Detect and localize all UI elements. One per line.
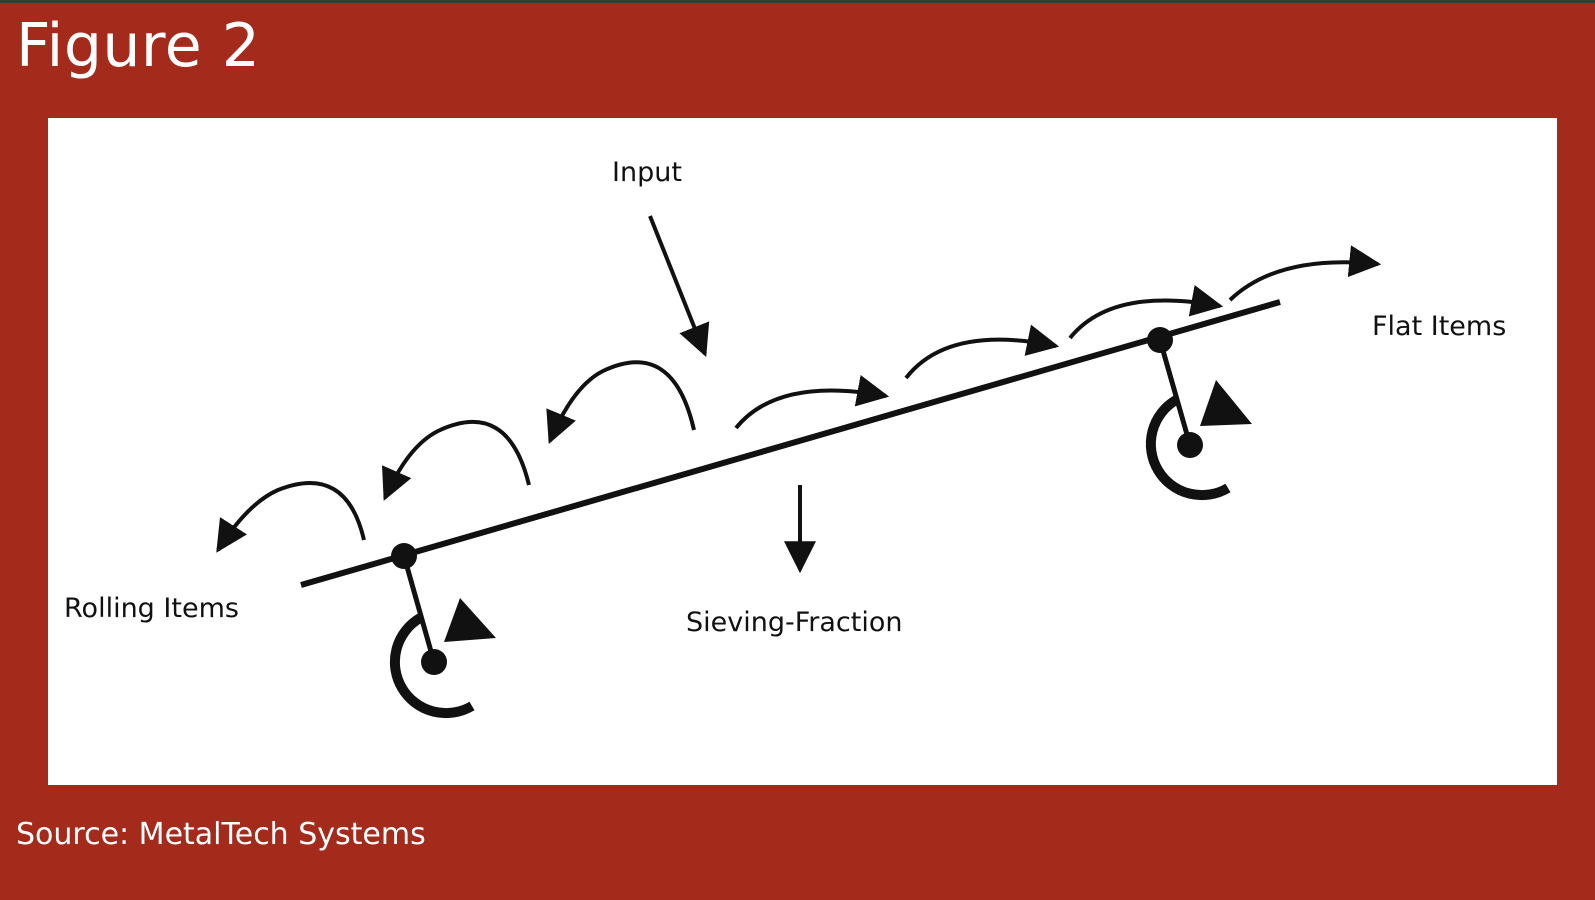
diagram-panel: Input Flat Items Rolling Items Sieving-F… — [48, 118, 1557, 785]
rolling-arc-3 — [216, 481, 366, 553]
rolling-items-label: Rolling Items — [64, 593, 239, 624]
sieving-fraction-label: Sieving-Fraction — [686, 607, 903, 638]
flat-arc-4 — [1228, 245, 1382, 302]
left-roller — [389, 543, 496, 719]
sieve-deck-line — [300, 299, 1281, 588]
right-rotation-arrowhead — [1200, 380, 1252, 426]
top-border — [0, 0, 1595, 3]
source-caption: Source: MetalTech Systems — [16, 817, 426, 852]
input-arrow — [648, 215, 710, 357]
sieve-diagram — [216, 215, 1382, 719]
right-roller — [1145, 327, 1252, 501]
rolling-arc-2 — [382, 420, 531, 501]
flat-arc-2 — [904, 324, 1060, 380]
input-label: Input — [612, 157, 682, 188]
left-rotation-arrowhead — [444, 598, 496, 642]
figure-title: Figure 2 — [16, 11, 261, 81]
flat-items-label: Flat Items — [1372, 311, 1507, 342]
left-rotation-arc — [389, 613, 475, 719]
flat-arc-1 — [734, 375, 890, 430]
right-rotation-arc — [1145, 395, 1231, 501]
flat-arc-3 — [1068, 285, 1224, 340]
rolling-arc-1 — [546, 360, 696, 444]
